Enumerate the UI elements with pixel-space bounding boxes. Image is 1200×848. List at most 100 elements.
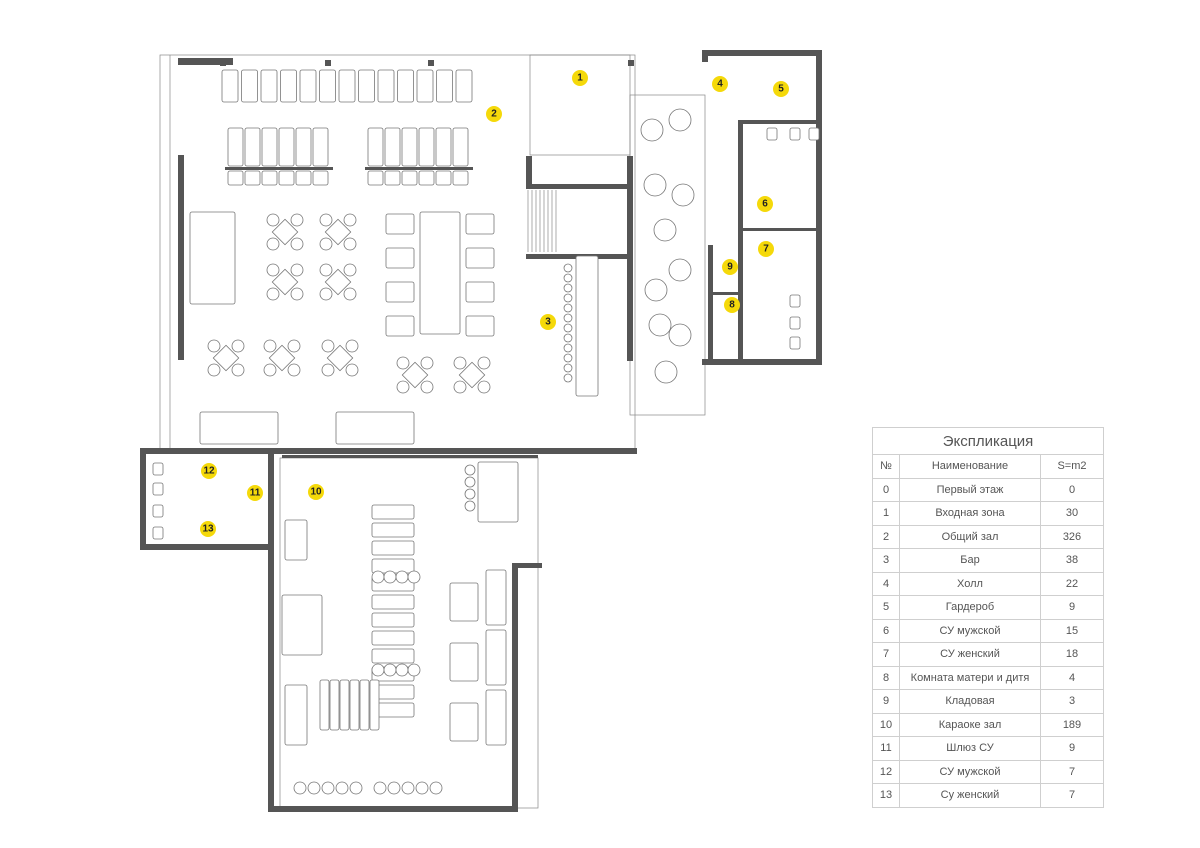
table bbox=[401, 361, 429, 389]
chair bbox=[435, 170, 452, 186]
cell-no: 6 bbox=[872, 618, 900, 643]
header-name: Наименование bbox=[899, 454, 1041, 479]
table bbox=[326, 344, 354, 372]
sofa bbox=[485, 569, 507, 626]
chair bbox=[263, 339, 277, 353]
chair bbox=[367, 170, 384, 186]
cell-name: Караоке зал bbox=[899, 712, 1041, 737]
sofa bbox=[485, 629, 507, 686]
svg-text:12: 12 bbox=[203, 466, 215, 477]
chair bbox=[343, 263, 357, 277]
cell-name: Кладовая bbox=[899, 689, 1041, 714]
chair bbox=[231, 339, 245, 353]
toilet bbox=[789, 336, 801, 350]
table bbox=[324, 218, 352, 246]
sofa-seat bbox=[358, 69, 375, 103]
chair bbox=[453, 356, 467, 370]
chair bbox=[278, 170, 295, 186]
cell-area: 189 bbox=[1040, 712, 1104, 737]
chair bbox=[420, 380, 434, 394]
chair bbox=[383, 570, 397, 584]
toilet bbox=[789, 127, 801, 141]
chair bbox=[287, 339, 301, 353]
sofa-seat bbox=[241, 69, 258, 103]
cell-area: 4 bbox=[1040, 665, 1104, 690]
plant bbox=[648, 313, 672, 337]
bar-stool bbox=[563, 303, 573, 313]
chair bbox=[343, 213, 357, 227]
bar-stool bbox=[563, 343, 573, 353]
bar-stool bbox=[563, 293, 573, 303]
walls bbox=[140, 50, 822, 812]
bar-stool bbox=[563, 353, 573, 363]
chair bbox=[319, 263, 333, 277]
chair bbox=[266, 213, 280, 227]
cell-area: 3 bbox=[1040, 689, 1104, 714]
room-marker-7: 7 bbox=[758, 241, 774, 257]
furniture bbox=[152, 69, 820, 795]
chair bbox=[319, 237, 333, 251]
cell-name: Общий зал bbox=[899, 524, 1041, 549]
chair bbox=[343, 237, 357, 251]
chair bbox=[384, 170, 401, 186]
chair bbox=[321, 781, 335, 795]
chair bbox=[321, 363, 335, 377]
plant bbox=[640, 118, 664, 142]
chair bbox=[383, 663, 397, 677]
chair bbox=[349, 679, 360, 731]
svg-text:6: 6 bbox=[762, 199, 768, 210]
chair bbox=[207, 339, 221, 353]
sofa-seat bbox=[416, 69, 434, 103]
chair bbox=[293, 781, 307, 795]
booth-seat bbox=[312, 127, 329, 167]
chair bbox=[401, 170, 418, 186]
chair bbox=[465, 281, 495, 303]
svg-text:2: 2 bbox=[491, 109, 497, 120]
toilet bbox=[152, 526, 164, 540]
bar-stool bbox=[563, 373, 573, 383]
chair bbox=[261, 170, 278, 186]
bar-stool bbox=[563, 273, 573, 283]
room-marker-3: 3 bbox=[540, 314, 556, 330]
table bbox=[212, 344, 240, 372]
chair bbox=[396, 356, 410, 370]
chair bbox=[453, 380, 467, 394]
cell-name: Гардероб bbox=[899, 595, 1041, 620]
booth-seat bbox=[401, 127, 418, 167]
chair bbox=[345, 339, 359, 353]
sofa-seat bbox=[260, 69, 278, 103]
bar-counter bbox=[477, 461, 519, 523]
chair bbox=[465, 213, 495, 235]
chair bbox=[349, 781, 363, 795]
cell-name: СУ мужской bbox=[899, 618, 1041, 643]
cell-no: 7 bbox=[872, 642, 900, 667]
booth-seat bbox=[367, 127, 384, 167]
chair bbox=[401, 781, 415, 795]
cell-no: 10 bbox=[872, 712, 900, 737]
sofa bbox=[284, 684, 308, 746]
chair bbox=[244, 170, 261, 186]
chair bbox=[371, 570, 385, 584]
cell-area: 7 bbox=[1040, 759, 1104, 784]
table bbox=[458, 361, 486, 389]
bar-stool bbox=[464, 464, 476, 476]
chair bbox=[339, 679, 350, 731]
booth-divider bbox=[225, 167, 333, 170]
bar-stool bbox=[464, 500, 476, 512]
cell-area: 0 bbox=[1040, 477, 1104, 502]
toilet bbox=[152, 482, 164, 496]
room-marker-13: 13 bbox=[200, 521, 216, 537]
chair bbox=[312, 170, 329, 186]
cell-no: 1 bbox=[872, 501, 900, 526]
room-marker-5: 5 bbox=[773, 81, 789, 97]
cell-area: 7 bbox=[1040, 783, 1104, 808]
table bbox=[449, 702, 479, 742]
cell-no: 0 bbox=[872, 477, 900, 502]
booth-seat bbox=[261, 127, 278, 167]
chair bbox=[266, 263, 280, 277]
chair bbox=[263, 363, 277, 377]
